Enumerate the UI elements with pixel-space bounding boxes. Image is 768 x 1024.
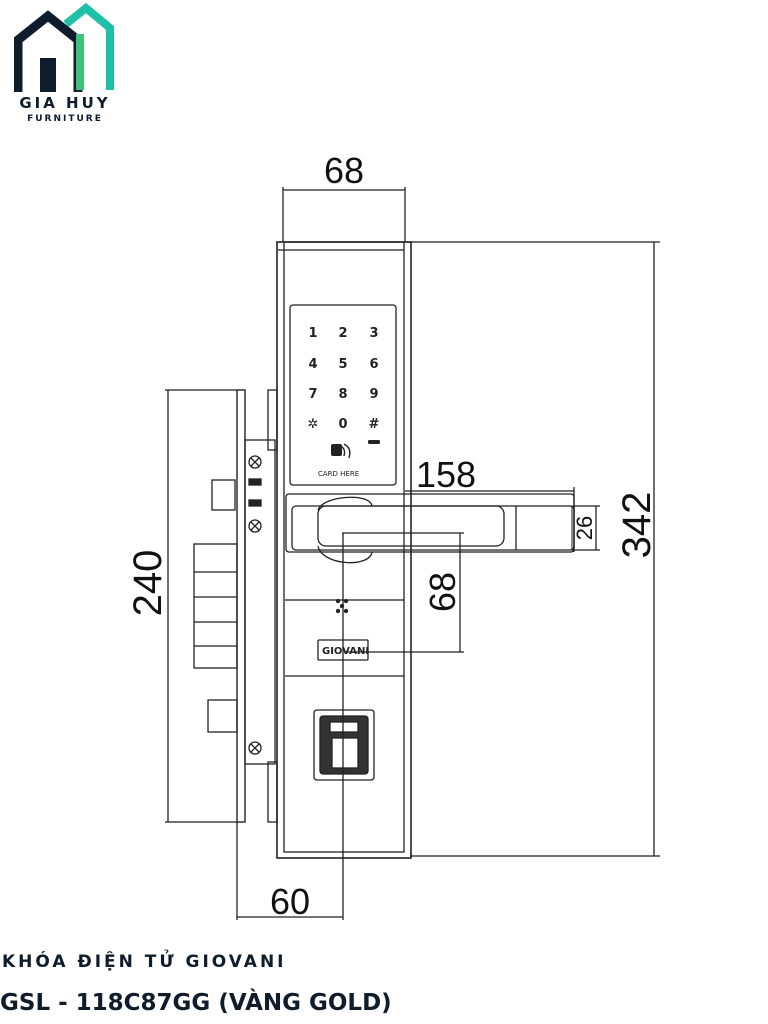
dim-backset: 60 [270, 881, 310, 922]
door-handle [291, 505, 575, 551]
fingerprint-reader [313, 709, 375, 781]
brand-logo [14, 2, 114, 92]
keypad-key: 0 [338, 417, 347, 432]
house-logo-icon [14, 2, 114, 92]
mortise-body [244, 439, 276, 765]
keypad-key: 6 [369, 357, 378, 372]
card-label: CARD HERE [318, 470, 359, 478]
product-title: KHÓA ĐIỆN TỬ GIOVANI [2, 952, 287, 972]
dim-handle-offset: 68 [422, 572, 463, 612]
keypad: 1 2 3 4 5 6 7 8 9 ✲ 0 # [308, 326, 380, 432]
keypad-key: 9 [369, 387, 378, 402]
mortise-faceplate [236, 389, 246, 823]
keypad-key: 2 [338, 326, 347, 341]
dim-handle-length: 158 [416, 454, 476, 495]
handle-rosette [285, 493, 575, 553]
keypad-key: 5 [338, 357, 347, 372]
brand-subtitle: FURNITURE [27, 114, 103, 124]
lock-brand-label: GIOVANI [322, 646, 369, 657]
keypad-panel [289, 304, 397, 486]
keypad-key: ✲ [308, 417, 319, 432]
keypad-key: # [369, 417, 380, 432]
product-model: GSL - 118C87GG (VÀNG GOLD) [0, 990, 392, 1016]
keypad-key: 8 [338, 387, 347, 402]
keypad-key: 1 [308, 326, 317, 341]
dim-top-width: 68 [324, 150, 364, 191]
keypad-key: 4 [308, 357, 317, 372]
brand-name: GIA HUY [19, 94, 111, 112]
keypad-key: 3 [369, 326, 378, 341]
card-reader-icon [331, 443, 351, 459]
dim-handle-thickness: 26 [572, 516, 597, 540]
keypad-key: 7 [308, 387, 317, 402]
dim-mortise-height: 240 [126, 550, 170, 617]
dim-total-height: 342 [615, 492, 659, 559]
